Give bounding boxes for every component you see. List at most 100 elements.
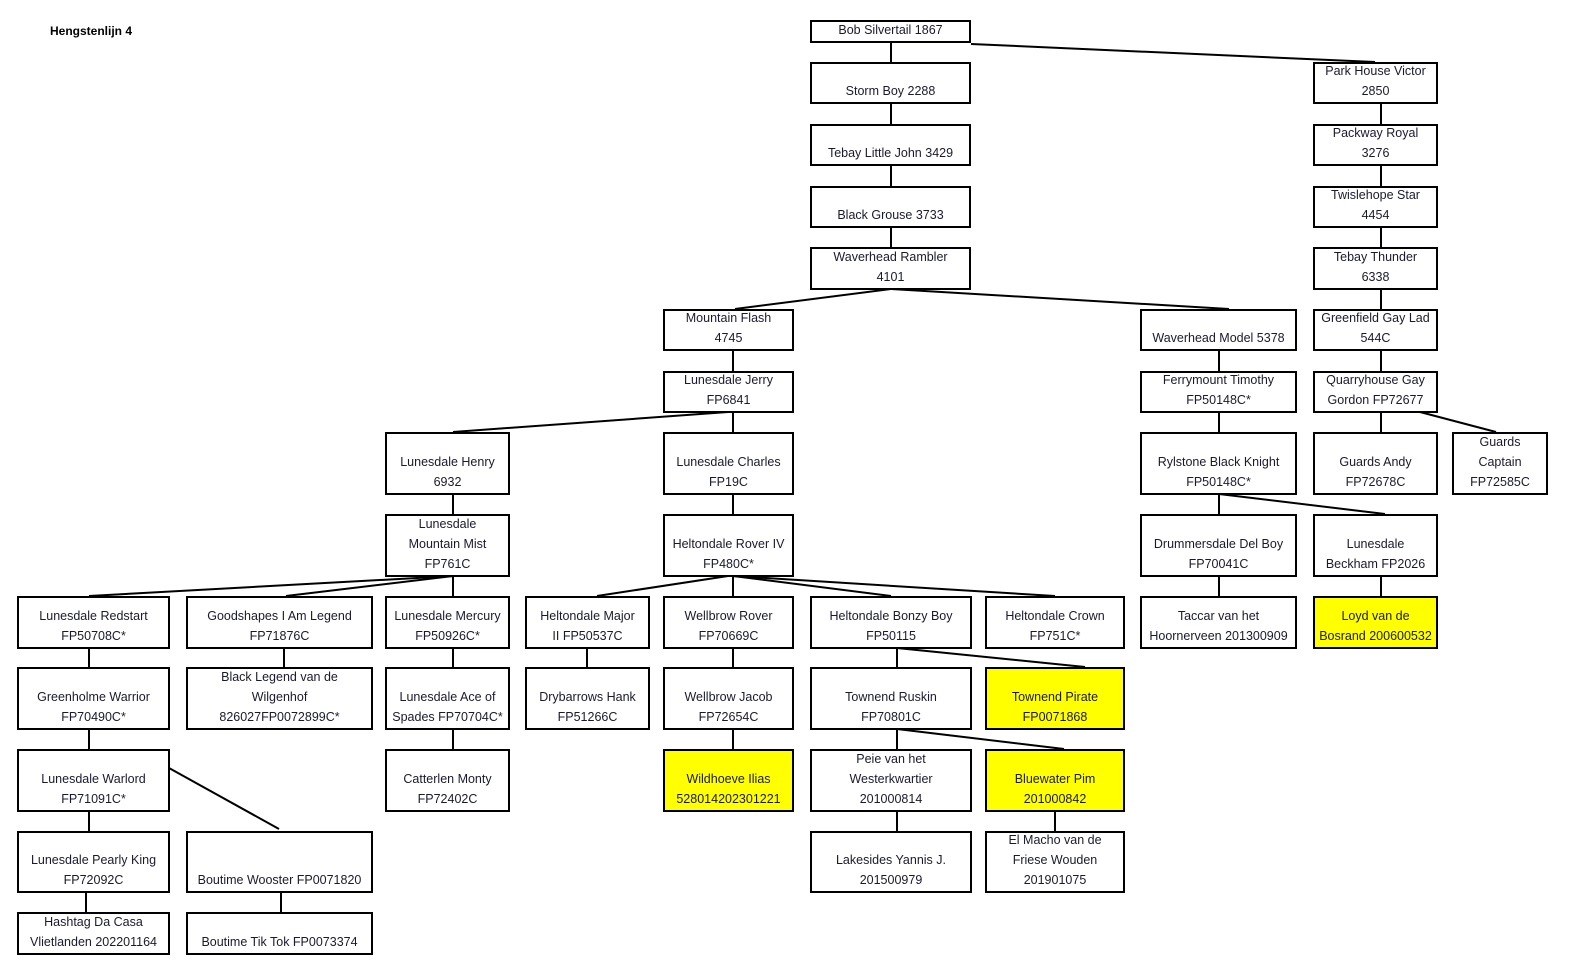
horse-node-text: FP0071868: [1022, 710, 1088, 724]
horse-node-text: Park House Victor: [1325, 64, 1426, 78]
horse-node-blacklegend: Black Legend van de Wilgenhof 826027FP0072…: [186, 667, 373, 730]
horse-node-greenfield: Greenfield Gay Lad 544C: [1313, 309, 1438, 351]
horse-node-text: Bluewater Pim: [1014, 772, 1096, 786]
horse-node-text: Waverhead Rambler: [833, 250, 948, 264]
horse-node-text: Boutime Tik Tok FP0073374: [201, 935, 358, 949]
horse-node-text: Black Legend van de: [221, 670, 338, 684]
horse-node-text: Heltondale Crown: [1005, 609, 1105, 623]
horse-node-text: Catterlen Monty: [403, 772, 492, 786]
horse-node-text: 201000842: [1023, 792, 1087, 806]
horse-node-text: Greenfield Gay Lad: [1321, 311, 1430, 325]
horse-node-text: FP72402C: [417, 792, 478, 806]
horse-node-text: FP70669C: [698, 629, 759, 643]
horse-node-text: Lunesdale: [1346, 537, 1405, 551]
horse-node-text: Greenholme Warrior: [37, 690, 150, 704]
horse-node-wooster: Boutime Wooster FP0071820: [186, 831, 373, 893]
horse-node-text: FP50926C*: [415, 629, 480, 643]
horse-node-text: Heltondale Rover IV: [672, 537, 785, 551]
horse-node-text: FP72585C: [1470, 475, 1530, 489]
horse-node-text: Goodshapes I Am Legend: [207, 609, 352, 623]
horse-node-text: Twislehope Star: [1331, 188, 1420, 202]
horse-node-text: Heltondale Major: [540, 609, 635, 623]
horse-node-text: 4745: [714, 331, 743, 345]
horse-node-text: FP6841: [706, 393, 751, 407]
horse-node-text: 4101: [876, 270, 905, 284]
horse-node-text: FP70801C: [861, 710, 921, 724]
horse-node-rambler: Waverhead Rambler 4101: [810, 247, 971, 290]
horse-node-text: Hoornerveen 201300909: [1149, 629, 1288, 643]
horse-node-text: Guards: [1479, 435, 1521, 449]
horse-node-text: Taccar van het: [1177, 609, 1260, 623]
horse-node-text: FP761C: [424, 557, 471, 571]
horse-node-text: Gordon FP72677: [1327, 393, 1424, 407]
horse-node-text: FP51266C: [557, 710, 618, 724]
horse-node-text: Friese Wouden: [1012, 853, 1098, 867]
horse-node-text: Bosrand 200600532: [1319, 629, 1432, 643]
horse-node-text: Beckham FP2026: [1325, 557, 1426, 571]
horse-node-text: Lakesides Yannis J.: [835, 853, 947, 867]
horse-node-text: Packway Royal: [1332, 126, 1419, 140]
horse-node-text: 3276: [1361, 146, 1390, 160]
horse-node-text: FP72654C: [698, 710, 759, 724]
horse-node-text: Waverhead Model 5378: [1152, 331, 1285, 345]
horse-node-text: Wellbrow Rover: [684, 609, 773, 623]
horse-node-text: Westerkwartier: [849, 772, 933, 786]
horse-node-text: Wilgenhof: [251, 690, 308, 704]
horse-node-text: FP72678C: [1345, 475, 1406, 489]
horse-node-text: 2850: [1361, 84, 1390, 98]
horse-node-text: Wellbrow Jacob: [684, 690, 773, 704]
horse-node-text: FP71876C: [249, 629, 310, 643]
horse-node-text: Townend Ruskin: [845, 690, 937, 704]
horse-node-lakesides: Lakesides Yannis J.201500979: [810, 831, 972, 893]
horse-node-text: Drummersdale Del Boy: [1153, 537, 1284, 551]
horse-node-text: Lunesdale Pearly King: [30, 853, 157, 867]
horse-node-waverheadmodel: Waverhead Model 5378: [1140, 309, 1297, 351]
horse-node-text: Hashtag Da Casa: [44, 915, 143, 929]
horse-node-text: Townend Pirate: [1011, 690, 1099, 704]
horse-node-text: Mountain Mist: [408, 537, 487, 551]
horse-node-text: 201000814: [859, 792, 923, 806]
horse-node-text: Rylstone Black Knight: [1157, 455, 1280, 469]
horse-node-text: 826027FP0072899C*: [219, 710, 340, 724]
horse-node-text: Captain: [1478, 455, 1522, 469]
horse-node-text: 6338: [1361, 270, 1390, 284]
horse-node-stormboy: Storm Boy 2288: [810, 62, 971, 104]
horse-node-text: Bob Silvertail 1867: [838, 23, 943, 37]
horse-node-blackgrouse: Black Grouse 3733: [810, 186, 971, 228]
horse-node-text: 201901075: [1023, 873, 1087, 887]
horse-node-text: FP70490C*: [61, 710, 126, 724]
horse-node-packway: Packway Royal 3276: [1313, 124, 1438, 166]
horse-node-text: FP19C: [709, 475, 748, 489]
horse-node-text: Loyd van de: [1341, 609, 1410, 623]
horse-node-tiktok: Boutime Tik Tok FP0073374: [186, 912, 373, 955]
horse-node-text: Guards Andy: [1339, 455, 1412, 469]
horse-node-text: FP50148C*: [1186, 393, 1251, 407]
horse-node-text: Lunesdale Jerry: [684, 373, 773, 387]
horse-node-tebaylj: Tebay Little John 3429: [810, 124, 971, 166]
horse-node-text: FP72092C: [63, 873, 124, 887]
horse-node-text: FP50115: [866, 629, 916, 643]
horse-node-text: 544C: [1360, 331, 1391, 345]
